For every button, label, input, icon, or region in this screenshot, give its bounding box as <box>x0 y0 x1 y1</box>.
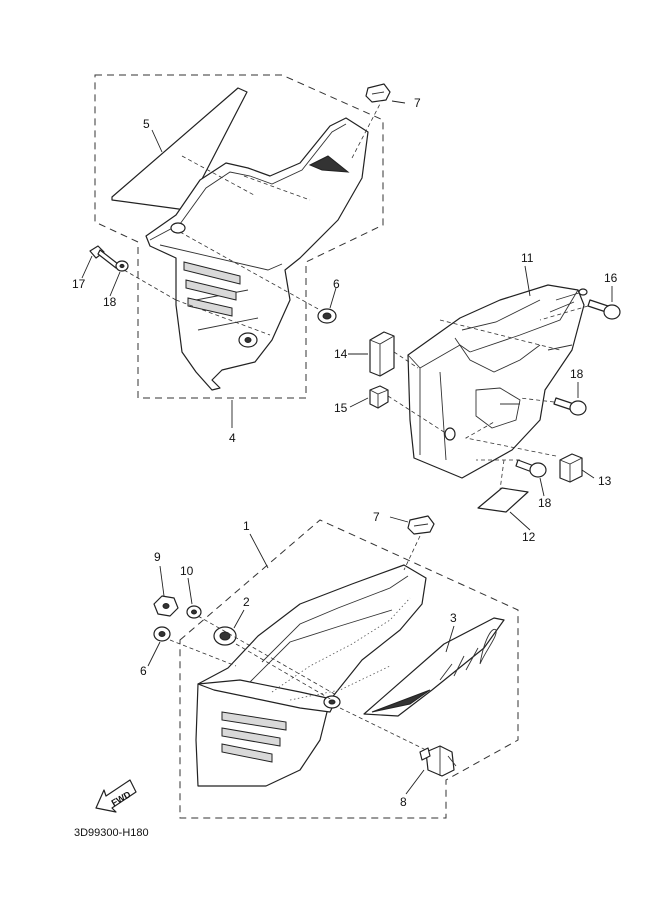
guide-lines-upper <box>123 103 381 336</box>
part-16-damper <box>369 331 395 377</box>
part-17-damper <box>369 385 389 409</box>
part-9-nut <box>153 595 179 617</box>
part-4-side-cover <box>145 117 369 391</box>
part-1-upper-edge <box>197 679 337 713</box>
part-7-clip-lower <box>407 515 435 535</box>
callout-8: 8 <box>400 795 407 809</box>
part-4-slot-c <box>187 297 233 317</box>
callout-18-mid: 18 <box>570 367 584 381</box>
part-3-emblem-lettering <box>439 628 497 681</box>
callout-1: 1 <box>243 519 250 533</box>
part-1-slot-a <box>221 711 287 731</box>
fwd-direction-marker: FWD <box>95 779 137 813</box>
callout-10: 10 <box>180 564 194 578</box>
callout-17: 15 <box>334 401 348 415</box>
callout-7-lower: 7 <box>373 510 380 524</box>
part-18-bolt-low <box>515 459 547 478</box>
part-2-grommet <box>213 626 237 646</box>
callout-12: 18 <box>103 295 117 309</box>
part-18-bolt-mid <box>553 397 587 416</box>
part-4-boss-hole <box>244 337 252 343</box>
group-outline-upper <box>94 74 384 399</box>
part-13-box-bracket <box>407 284 585 479</box>
part-6-grommet-upper <box>317 308 337 324</box>
part-3-emblem-decal <box>363 617 505 717</box>
part-7-clip-top <box>365 83 391 103</box>
part-13-arm <box>547 291 583 351</box>
part-1-slot-c <box>221 743 273 763</box>
part-10-washer <box>186 605 202 619</box>
callout-18-top: 16 <box>604 271 618 285</box>
callout-14: 12 <box>522 530 536 544</box>
callout-6-upper: 6 <box>333 277 340 291</box>
callout-5: 5 <box>143 117 150 131</box>
guide-lines-right <box>387 305 589 491</box>
callout-18-low: 18 <box>538 496 552 510</box>
part-4-boss-upper <box>170 222 186 234</box>
fwd-arrow-icon <box>95 779 137 813</box>
part-4-slot-a <box>183 261 241 285</box>
callout-labels: 5 7 17 18 6 4 11 16 18 14 15 13 18 12 7 … <box>72 96 618 809</box>
callout-11: 17 <box>72 277 86 291</box>
callout-4: 4 <box>229 431 236 445</box>
part-4-upper-lip <box>149 123 347 241</box>
part-13-post <box>444 427 456 441</box>
part-13-mount-hole <box>578 288 588 296</box>
callout-3: 3 <box>450 611 457 625</box>
callout-13: 11 <box>521 251 534 265</box>
part-4-slot-b <box>185 279 237 301</box>
part-11-bolt <box>89 245 119 269</box>
group-outline-lower <box>179 519 519 819</box>
callout-16: 14 <box>334 347 348 361</box>
part-12-washer <box>115 260 129 272</box>
part-3-emblem-band <box>371 689 431 713</box>
part-15-damper <box>559 453 583 483</box>
part-8-fastener <box>419 745 457 777</box>
part-1-slot-b <box>221 727 281 747</box>
part-18-bolt-top <box>587 299 621 320</box>
callout-15: 13 <box>598 474 612 488</box>
drawing-code: 3D99300-H180 <box>74 827 149 839</box>
callout-7-top: 7 <box>414 96 421 110</box>
part-6-grommet-lower <box>153 626 171 642</box>
callout-9: 9 <box>154 550 161 564</box>
upper-left-group <box>89 74 391 399</box>
lower-group <box>153 515 519 819</box>
part-1-inner-line <box>249 575 409 683</box>
part-1-dotted-contour <box>271 597 411 701</box>
guide-lines-lower <box>169 535 427 751</box>
part-14-pad <box>477 487 529 513</box>
part-1-boss-hole <box>328 699 336 705</box>
callout-2: 2 <box>243 595 250 609</box>
part-13-inner-detail <box>454 299 541 429</box>
leader-lines <box>81 100 613 795</box>
part-1-side-cover <box>195 564 427 787</box>
part-4-accent <box>308 155 350 173</box>
right-group <box>369 284 621 513</box>
part-5-decal <box>111 87 248 211</box>
callout-6-lower: 6 <box>140 664 147 678</box>
